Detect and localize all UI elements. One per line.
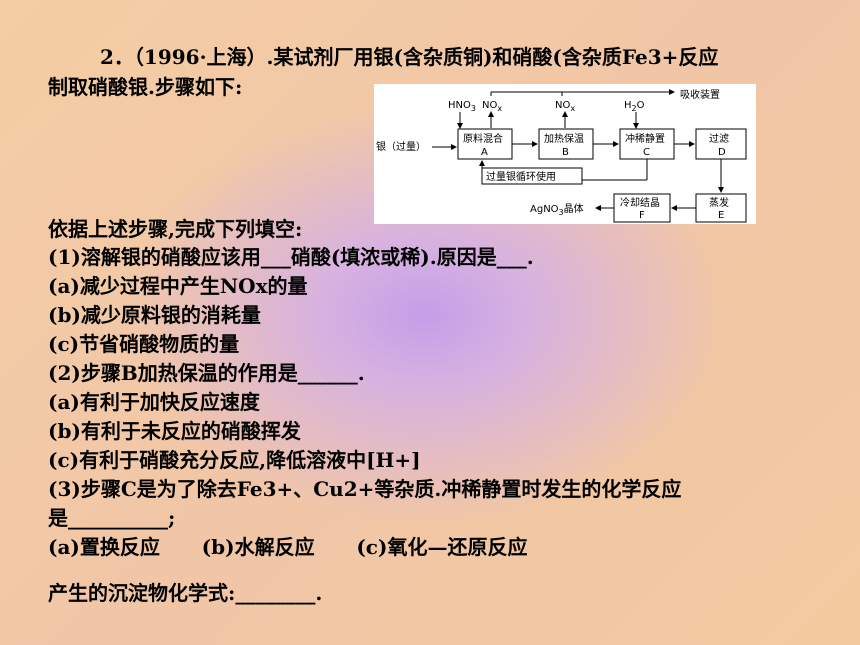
option-1a: (a)减少过程中产生NOx的量 — [48, 274, 308, 298]
step-d-letter: D — [718, 147, 726, 158]
question-title-line-2: 制取硝酸银.步骤如下: — [48, 75, 243, 99]
nox-label-b: NOx — [555, 100, 575, 113]
silver-input-label: 银（过量） — [376, 140, 426, 153]
question-1: (1)溶解银的硝酸应该用___硝酸(填浓或稀).原因是___. — [48, 245, 534, 269]
options-3: (a)置换反应 (b)水解反应 (c)氧化—还原反应 — [48, 535, 528, 559]
step-a-label: 原料混合 — [463, 132, 503, 145]
nox-label-a: NOx — [482, 100, 502, 113]
option-1b: (b)减少原料银的消耗量 — [48, 303, 261, 327]
option-2a: (a)有利于加快反应速度 — [48, 390, 260, 414]
recycle-label: 过量银循环使用 — [486, 170, 556, 183]
process-flow-diagram: HNO3 NOx NOx H2O 吸收装置 银（过量） 原料混合 A 加热保温 … — [374, 84, 756, 224]
h2o-label: H2O — [624, 100, 645, 113]
product-label: AgNO3晶体 — [530, 203, 584, 217]
step-c-letter: C — [643, 147, 650, 158]
option-2c: (c)有利于硝酸充分反应,降低溶液中[H+] — [48, 448, 421, 472]
step-b-label: 加热保温 — [544, 132, 584, 145]
absorber-label: 吸收装置 — [680, 88, 720, 101]
question-2: (2)步骤B加热保温的作用是______. — [48, 361, 365, 385]
question-title-line-1: 2．（1996·上海）.某试剂厂用银(含杂质铜)和硝酸(含杂质Fe3+反应 — [100, 45, 719, 69]
option-2b: (b)有利于未反应的硝酸挥发 — [48, 419, 301, 443]
step-f-label: 冷却结晶 — [620, 196, 660, 209]
instruction-line: 依据上述步骤,完成下列填空: — [48, 217, 303, 241]
precipitate-question: 产生的沉淀物化学式:________. — [48, 581, 323, 605]
step-c-label: 冲稀静置 — [625, 132, 665, 145]
step-f-letter: F — [639, 210, 645, 221]
step-d-box — [695, 128, 747, 160]
option-1c: (c)节省硝酸物质的量 — [48, 332, 240, 356]
step-a-box — [457, 128, 513, 160]
step-e-box — [695, 193, 747, 223]
recycle-box — [481, 167, 583, 185]
step-e-label: 蒸发 — [709, 196, 729, 209]
step-b-box — [538, 128, 594, 160]
step-f-box — [613, 193, 671, 223]
step-e-letter: E — [718, 210, 724, 221]
step-b-letter: B — [562, 147, 569, 158]
question-3: (3)步骤C是为了除去Fe3+、Cu2+等杂质.冲稀静置时发生的化学反应 — [48, 477, 682, 501]
step-a-letter: A — [481, 147, 488, 158]
question-3-cont: 是__________; — [48, 506, 176, 530]
hno3-label: HNO3 — [448, 100, 476, 113]
step-d-label: 过滤 — [709, 132, 729, 145]
